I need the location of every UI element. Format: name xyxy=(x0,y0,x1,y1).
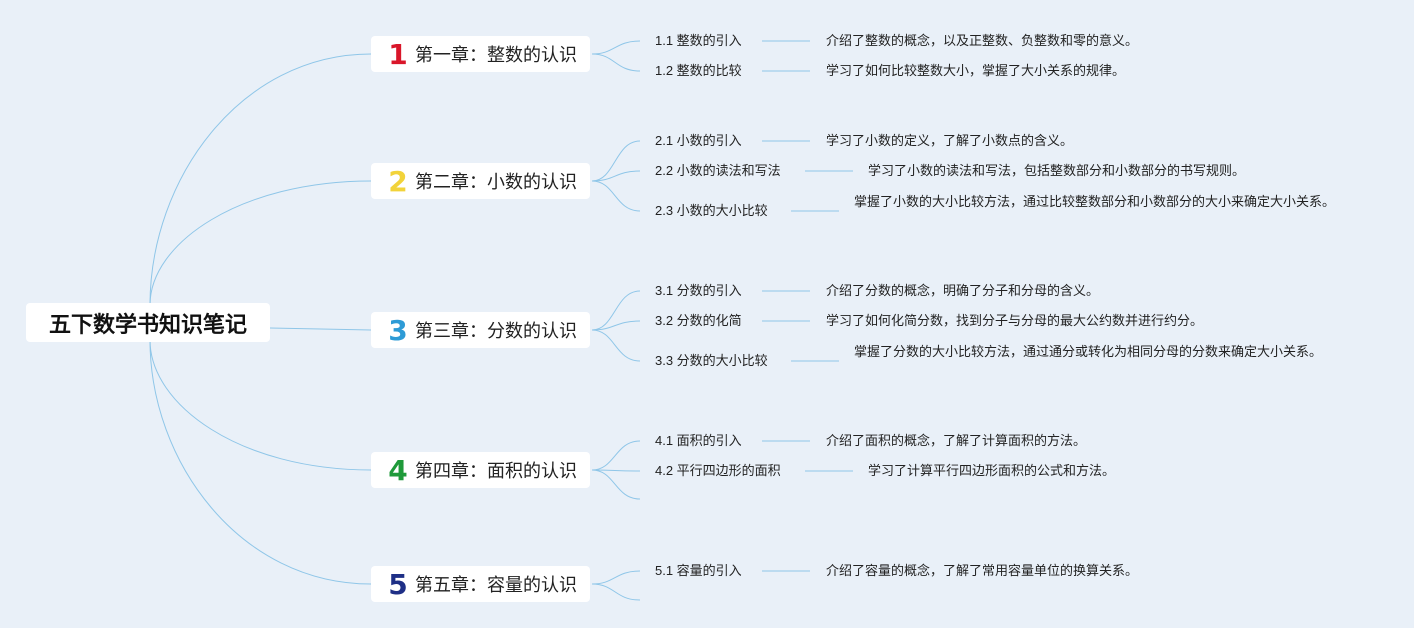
chapter-link xyxy=(591,570,641,585)
chapter-link xyxy=(591,469,641,500)
root-topic[interactable]: 五下数学书知识笔记 xyxy=(26,303,270,342)
root-link xyxy=(149,53,372,306)
chapter-4[interactable]: 4 第四章：面积的认识 xyxy=(371,452,590,488)
subtopic[interactable]: 4.2 平行四边形的面积 xyxy=(655,463,781,478)
chapter-link xyxy=(591,440,641,471)
subtopic[interactable]: 2.3 小数的大小比较 xyxy=(655,203,768,218)
root-link xyxy=(149,339,372,471)
chapter-link xyxy=(591,469,641,472)
subtopic[interactable]: 2.2 小数的读法和写法 xyxy=(655,163,781,178)
subtopic[interactable]: 4.1 面积的引入 xyxy=(655,433,742,448)
chapter-number-icon: 4 xyxy=(388,453,408,487)
chapter-number-icon: 5 xyxy=(388,567,408,601)
subtopic-description[interactable]: 介绍了面积的概念，了解了计算面积的方法。 xyxy=(826,433,1087,448)
root-link xyxy=(269,327,372,331)
chapter-title: 第五章：容量的认识 xyxy=(415,575,577,595)
subtopic-description[interactable]: 介绍了分数的概念，明确了分子和分母的含义。 xyxy=(826,283,1100,298)
chapter-link xyxy=(591,290,641,331)
chapter-title: 第四章：面积的认识 xyxy=(415,461,577,481)
chapter-link xyxy=(591,40,641,55)
chapter-link xyxy=(591,53,641,72)
subtopic[interactable]: 3.2 分数的化简 xyxy=(655,313,742,328)
chapter-link xyxy=(591,170,641,182)
root-link xyxy=(149,180,372,306)
chapter-link xyxy=(591,140,641,182)
subtopic-description[interactable]: 掌握了分数的大小比较方法，通过通分或转化为相同分母的分数来确定大小关系。 xyxy=(854,344,1323,359)
subtopic[interactable]: 1.1 整数的引入 xyxy=(655,33,742,48)
subtopic[interactable]: 3.3 分数的大小比较 xyxy=(655,353,768,368)
chapter-title: 第一章：整数的认识 xyxy=(415,45,577,65)
chapter-link xyxy=(591,583,641,601)
chapter-3[interactable]: 3 第三章：分数的认识 xyxy=(371,312,590,348)
chapter-title: 第二章：小数的认识 xyxy=(415,172,577,192)
chapter-number-icon: 1 xyxy=(388,37,408,71)
subtopic-description[interactable]: 掌握了小数的大小比较方法，通过比较整数部分和小数部分的大小来确定大小关系。 xyxy=(854,194,1336,209)
subtopic-description[interactable]: 学习了小数的读法和写法，包括整数部分和小数部分的书写规则。 xyxy=(868,163,1246,178)
root-title: 五下数学书知识笔记 xyxy=(48,311,247,337)
chapter-link xyxy=(591,320,641,331)
subtopic-description[interactable]: 学习了如何化简分数，找到分子与分母的最大公约数并进行约分。 xyxy=(826,313,1204,328)
subtopic-description[interactable]: 学习了计算平行四边形面积的公式和方法。 xyxy=(868,463,1116,478)
subtopic[interactable]: 2.1 小数的引入 xyxy=(655,133,742,148)
chapter-number-icon: 3 xyxy=(388,313,408,347)
root-link xyxy=(149,339,372,585)
chapter-link xyxy=(591,180,641,212)
subtopic[interactable]: 1.2 整数的比较 xyxy=(655,63,742,78)
chapter-title: 第三章：分数的认识 xyxy=(415,321,577,341)
chapter-2[interactable]: 2 第二章：小数的认识 xyxy=(371,163,590,199)
subtopic-description[interactable]: 学习了如何比较整数大小，掌握了大小关系的规律。 xyxy=(826,63,1126,78)
chapter-5[interactable]: 5 第五章：容量的认识 xyxy=(371,566,590,602)
subtopic[interactable]: 5.1 容量的引入 xyxy=(655,563,742,578)
chapter-link xyxy=(591,329,641,362)
subtopic-description[interactable]: 介绍了整数的概念，以及正整数、负整数和零的意义。 xyxy=(826,33,1139,48)
chapter-number-icon: 2 xyxy=(388,164,408,198)
subtopic[interactable]: 3.1 分数的引入 xyxy=(655,283,742,298)
subtopic-description[interactable]: 学习了小数的定义，了解了小数点的含义。 xyxy=(826,133,1074,148)
subtopic-description[interactable]: 介绍了容量的概念，了解了常用容量单位的换算关系。 xyxy=(826,563,1139,578)
chapter-1[interactable]: 1 第一章：整数的认识 xyxy=(371,36,590,72)
